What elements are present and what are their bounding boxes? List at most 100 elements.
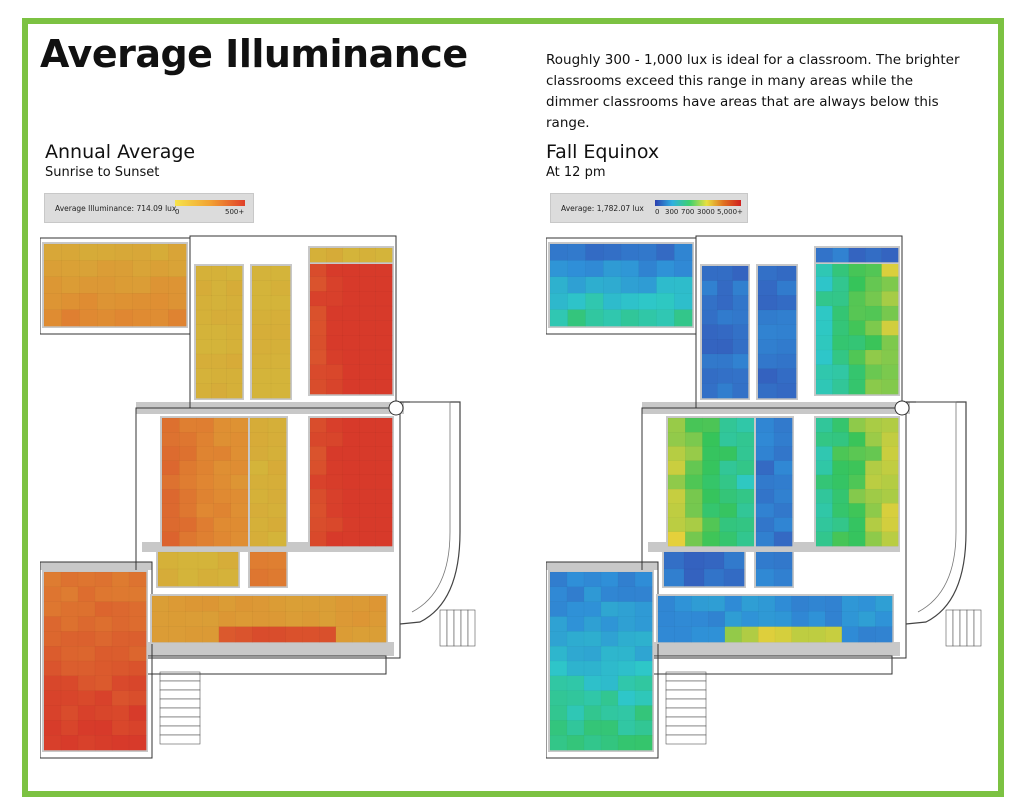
heat-cell [773,503,793,519]
heat-cell [196,417,215,433]
heat-cell [177,551,199,570]
heat-cell [94,586,113,603]
heat-cell [342,432,360,447]
heat-cell [549,601,568,617]
heat-cell [326,379,344,395]
heat-cell [161,531,180,547]
heat-cell [195,339,212,355]
heat-cell [865,432,883,447]
equinox-legend: Average: 1,782.07 lux 0 300 700 3000 5,0… [550,193,748,223]
heat-cell [309,364,327,380]
heat-cell [620,243,640,261]
heat-cell [634,601,653,617]
heat-cell [185,611,203,628]
heat-cell [741,595,759,612]
heat-cell [634,735,653,751]
heat-cell [230,517,249,533]
heat-cell [326,335,344,351]
heat-cell [249,503,269,519]
heat-cell [757,353,778,370]
heat-cell [61,309,80,327]
heat-cell [732,368,749,384]
heat-cell [211,324,228,340]
heat-cell [583,631,602,647]
heat-cell [375,488,393,504]
heat-cell [218,626,237,643]
heat-cell [318,626,337,643]
heat-cell [638,276,657,294]
heat-cell [128,601,147,617]
heat-cell [832,276,850,292]
room-1 [42,242,188,328]
heat-cell [815,364,833,380]
heat-cell [309,261,327,278]
heat-cell [195,353,212,370]
heat-cell [638,260,657,278]
heat-cell [77,675,96,692]
heat-cell [674,611,692,628]
heat-cell [701,383,718,399]
page-description: Roughly 300 - 1,000 lux is ideal for a c… [546,52,960,131]
heat-cell [732,295,749,311]
heat-cell [342,531,360,547]
stairs-east [945,609,982,647]
heat-cell [43,309,63,327]
heat-cell [211,265,228,282]
heat-cell [213,488,232,504]
heat-cell [201,595,220,612]
heat-cell [702,488,721,504]
annual-average-floor-plan [40,235,476,759]
heat-cell [701,339,718,355]
heat-cell [251,368,272,384]
east-wing-inner [410,401,451,613]
heat-cell [815,460,833,476]
heat-cell [600,720,619,736]
heat-cell [774,626,793,643]
heat-cell [757,383,778,399]
heat-cell [549,571,568,588]
heat-cell [43,616,62,632]
heat-cell [77,690,96,706]
heat-cell [757,368,778,384]
heat-cell [267,432,287,447]
heat-cell [267,531,287,547]
heat-cell [309,247,327,263]
heat-cell [881,335,899,351]
heat-cell [211,295,228,311]
heat-cell [128,690,147,706]
annual-average-subheading: Sunrise to Sunset [45,165,160,180]
heat-cell [249,517,269,533]
heat-cell [832,379,850,395]
heat-cell [583,675,602,692]
heat-cell [736,446,755,462]
heat-cell [196,446,215,462]
heat-cell [620,276,640,294]
heat-cell [43,293,63,311]
heat-cell [732,324,749,340]
heat-cell [832,349,850,366]
heat-cell [881,517,899,533]
heat-cell [755,488,775,504]
heat-cell [196,488,215,504]
heat-cell [832,247,850,263]
heat-cell [617,646,636,662]
heat-cell [318,611,337,628]
heat-cell [685,531,703,547]
heat-cell [342,379,360,395]
heat-cell [267,460,287,476]
heat-cell [776,353,797,370]
heat-cell [774,595,793,612]
heat-cell [94,646,113,662]
heat-cell [566,616,585,632]
east-wing-outline [905,401,967,625]
heat-cell [77,586,96,603]
heat-cell [656,293,675,311]
heat-cell [832,517,850,533]
heat-cell [567,260,586,278]
heat-cell [195,280,212,296]
heat-cell [359,335,377,351]
heat-cell [111,735,130,751]
heat-cell [97,309,116,327]
room-7 [308,416,394,548]
heat-cell [685,432,703,447]
